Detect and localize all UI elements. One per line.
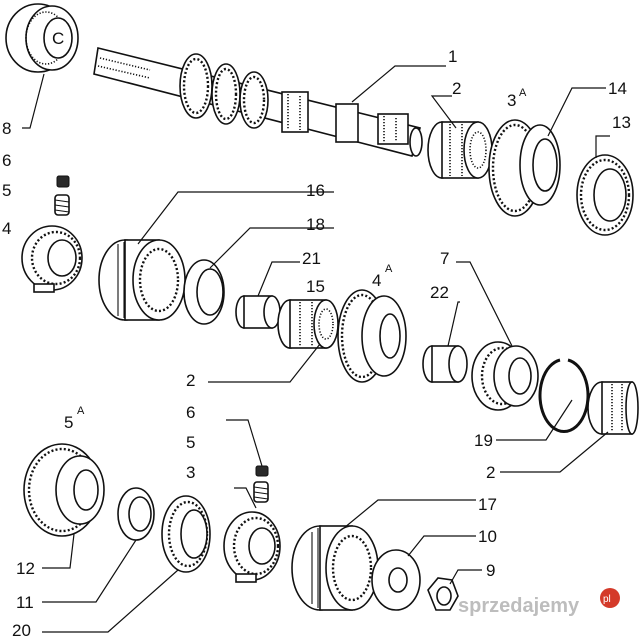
callout-2c: 2 — [486, 463, 495, 482]
callout-18: 18 — [306, 215, 325, 234]
part-11-ring — [117, 487, 155, 541]
part-2-needle-bearing-top — [427, 121, 493, 179]
part-9-nut — [427, 577, 459, 611]
callout-21: 21 — [302, 249, 321, 268]
callout-5a: 5 — [64, 413, 73, 432]
bearing-mark: C — [52, 29, 64, 48]
callout-4a-sup: A — [385, 263, 393, 275]
part-15-gear — [337, 289, 407, 383]
part-20-synchro-ring — [161, 495, 211, 573]
part-7-synchro-sleeve — [471, 341, 539, 411]
callout-13: 13 — [612, 113, 631, 132]
part-21-bushing — [235, 295, 281, 329]
part-19-snap-ring — [538, 358, 590, 433]
part-6-ball-top — [56, 175, 70, 188]
callout-2b: 2 — [186, 371, 195, 390]
callout-1: 1 — [448, 47, 457, 66]
part-2-needle-bearing-lower — [587, 381, 639, 435]
callout-4a: 4 — [372, 271, 381, 290]
callout-3: 3 — [507, 91, 516, 110]
callout-10: 10 — [478, 527, 497, 546]
callout-2: 2 — [452, 79, 461, 98]
callout-11: 11 — [16, 593, 34, 612]
part-5-spring-lower — [253, 481, 269, 503]
callout-16: 16 — [306, 181, 325, 200]
part-8-bearing: C — [5, 3, 79, 73]
callout-14: 14 — [608, 79, 627, 98]
part-3-synchro-hub — [223, 511, 281, 583]
callout-3-sup: A — [519, 87, 527, 99]
part-1-main-shaft — [93, 47, 423, 157]
part-5-spring-top — [54, 194, 70, 216]
callout-7: 7 — [440, 249, 449, 268]
part-4-synchro-hub — [21, 225, 83, 293]
callout-12: 12 — [16, 559, 35, 578]
watermark-brand: sprzedajemy — [458, 595, 580, 617]
part-22-bushing — [422, 345, 468, 383]
callout-3b: 3 — [186, 463, 195, 482]
part-3a-gear — [488, 119, 561, 217]
callout-labels: 1 2 3 A 14 13 8 6 5 4 16 18 21 15 4 A 7 … — [2, 47, 631, 640]
part-16-sleeve — [98, 239, 186, 321]
callout-19: 19 — [474, 431, 493, 450]
part-2-needle-bearing-middle — [277, 299, 339, 349]
callout-22: 22 — [430, 283, 449, 302]
callout-4: 4 — [2, 219, 11, 238]
callout-17: 17 — [478, 495, 497, 514]
watermark: sprzedajemy pl — [458, 588, 620, 617]
part-17-sleeve — [291, 525, 379, 611]
callout-9: 9 — [486, 561, 495, 580]
part-6-ball-lower — [255, 465, 269, 477]
callout-6: 6 — [2, 151, 11, 170]
callout-5b: 5 — [186, 433, 195, 452]
callout-8: 8 — [2, 119, 11, 138]
callout-20: 20 — [12, 621, 31, 640]
callout-5: 5 — [2, 181, 11, 200]
callout-6b: 6 — [186, 403, 195, 422]
callout-5a-sup: A — [77, 405, 85, 417]
leader-lines — [22, 65, 610, 633]
watermark-suffix: pl — [603, 594, 611, 605]
part-13-synchro-ring — [576, 154, 634, 236]
part-10-washer — [371, 549, 421, 611]
callout-15: 15 — [306, 277, 325, 296]
part-12-gear — [23, 443, 105, 537]
part-18-ring — [183, 259, 225, 325]
